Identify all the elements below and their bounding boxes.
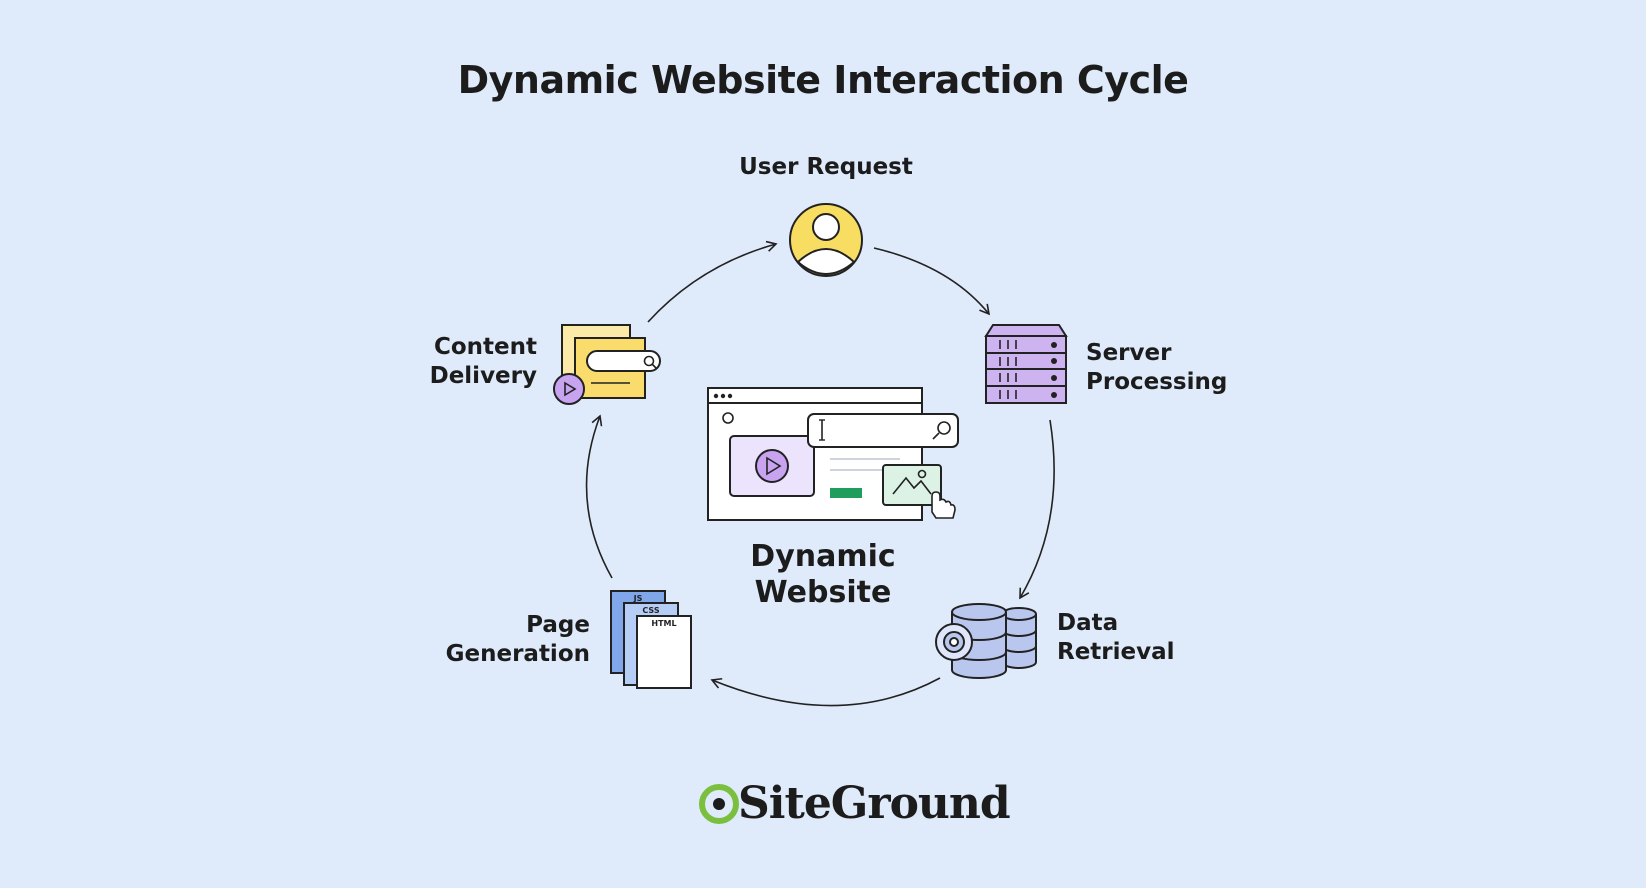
arrow-server-to-data (1019, 419, 1055, 600)
server-icon (984, 324, 1068, 404)
label-content-delivery: Content Delivery (429, 334, 537, 389)
arrow-data-to-page (710, 677, 941, 707)
user-icon (789, 203, 863, 277)
label-data-retrieval: Data Retrieval (1057, 610, 1175, 665)
file-tag-css: CSS (642, 606, 659, 615)
label-user-request: User Request (739, 154, 913, 180)
arrow-content-to-user (647, 240, 778, 323)
diagram-title: Dynamic Website Interaction Cycle (457, 58, 1189, 102)
file-stack-icon: JS CSS HTML (610, 590, 692, 689)
database-icon (935, 603, 1037, 679)
siteground-logo-text: SiteGround (738, 778, 1011, 829)
label-page-generation: Page Generation (445, 612, 590, 667)
content-delivery-icon (553, 324, 661, 405)
arrow-page-to-content (585, 414, 613, 579)
cycle-arrows (585, 240, 1055, 707)
siteground-logo-icon (699, 784, 739, 824)
label-server-processing: Server Processing (1086, 340, 1228, 395)
arrow-user-to-server (873, 247, 991, 316)
file-tag-html: HTML (651, 619, 676, 628)
dynamic-website-illustration (707, 387, 959, 521)
label-dynamic-website: Dynamic Website (750, 539, 896, 610)
file-tag-js: JS (633, 594, 643, 603)
